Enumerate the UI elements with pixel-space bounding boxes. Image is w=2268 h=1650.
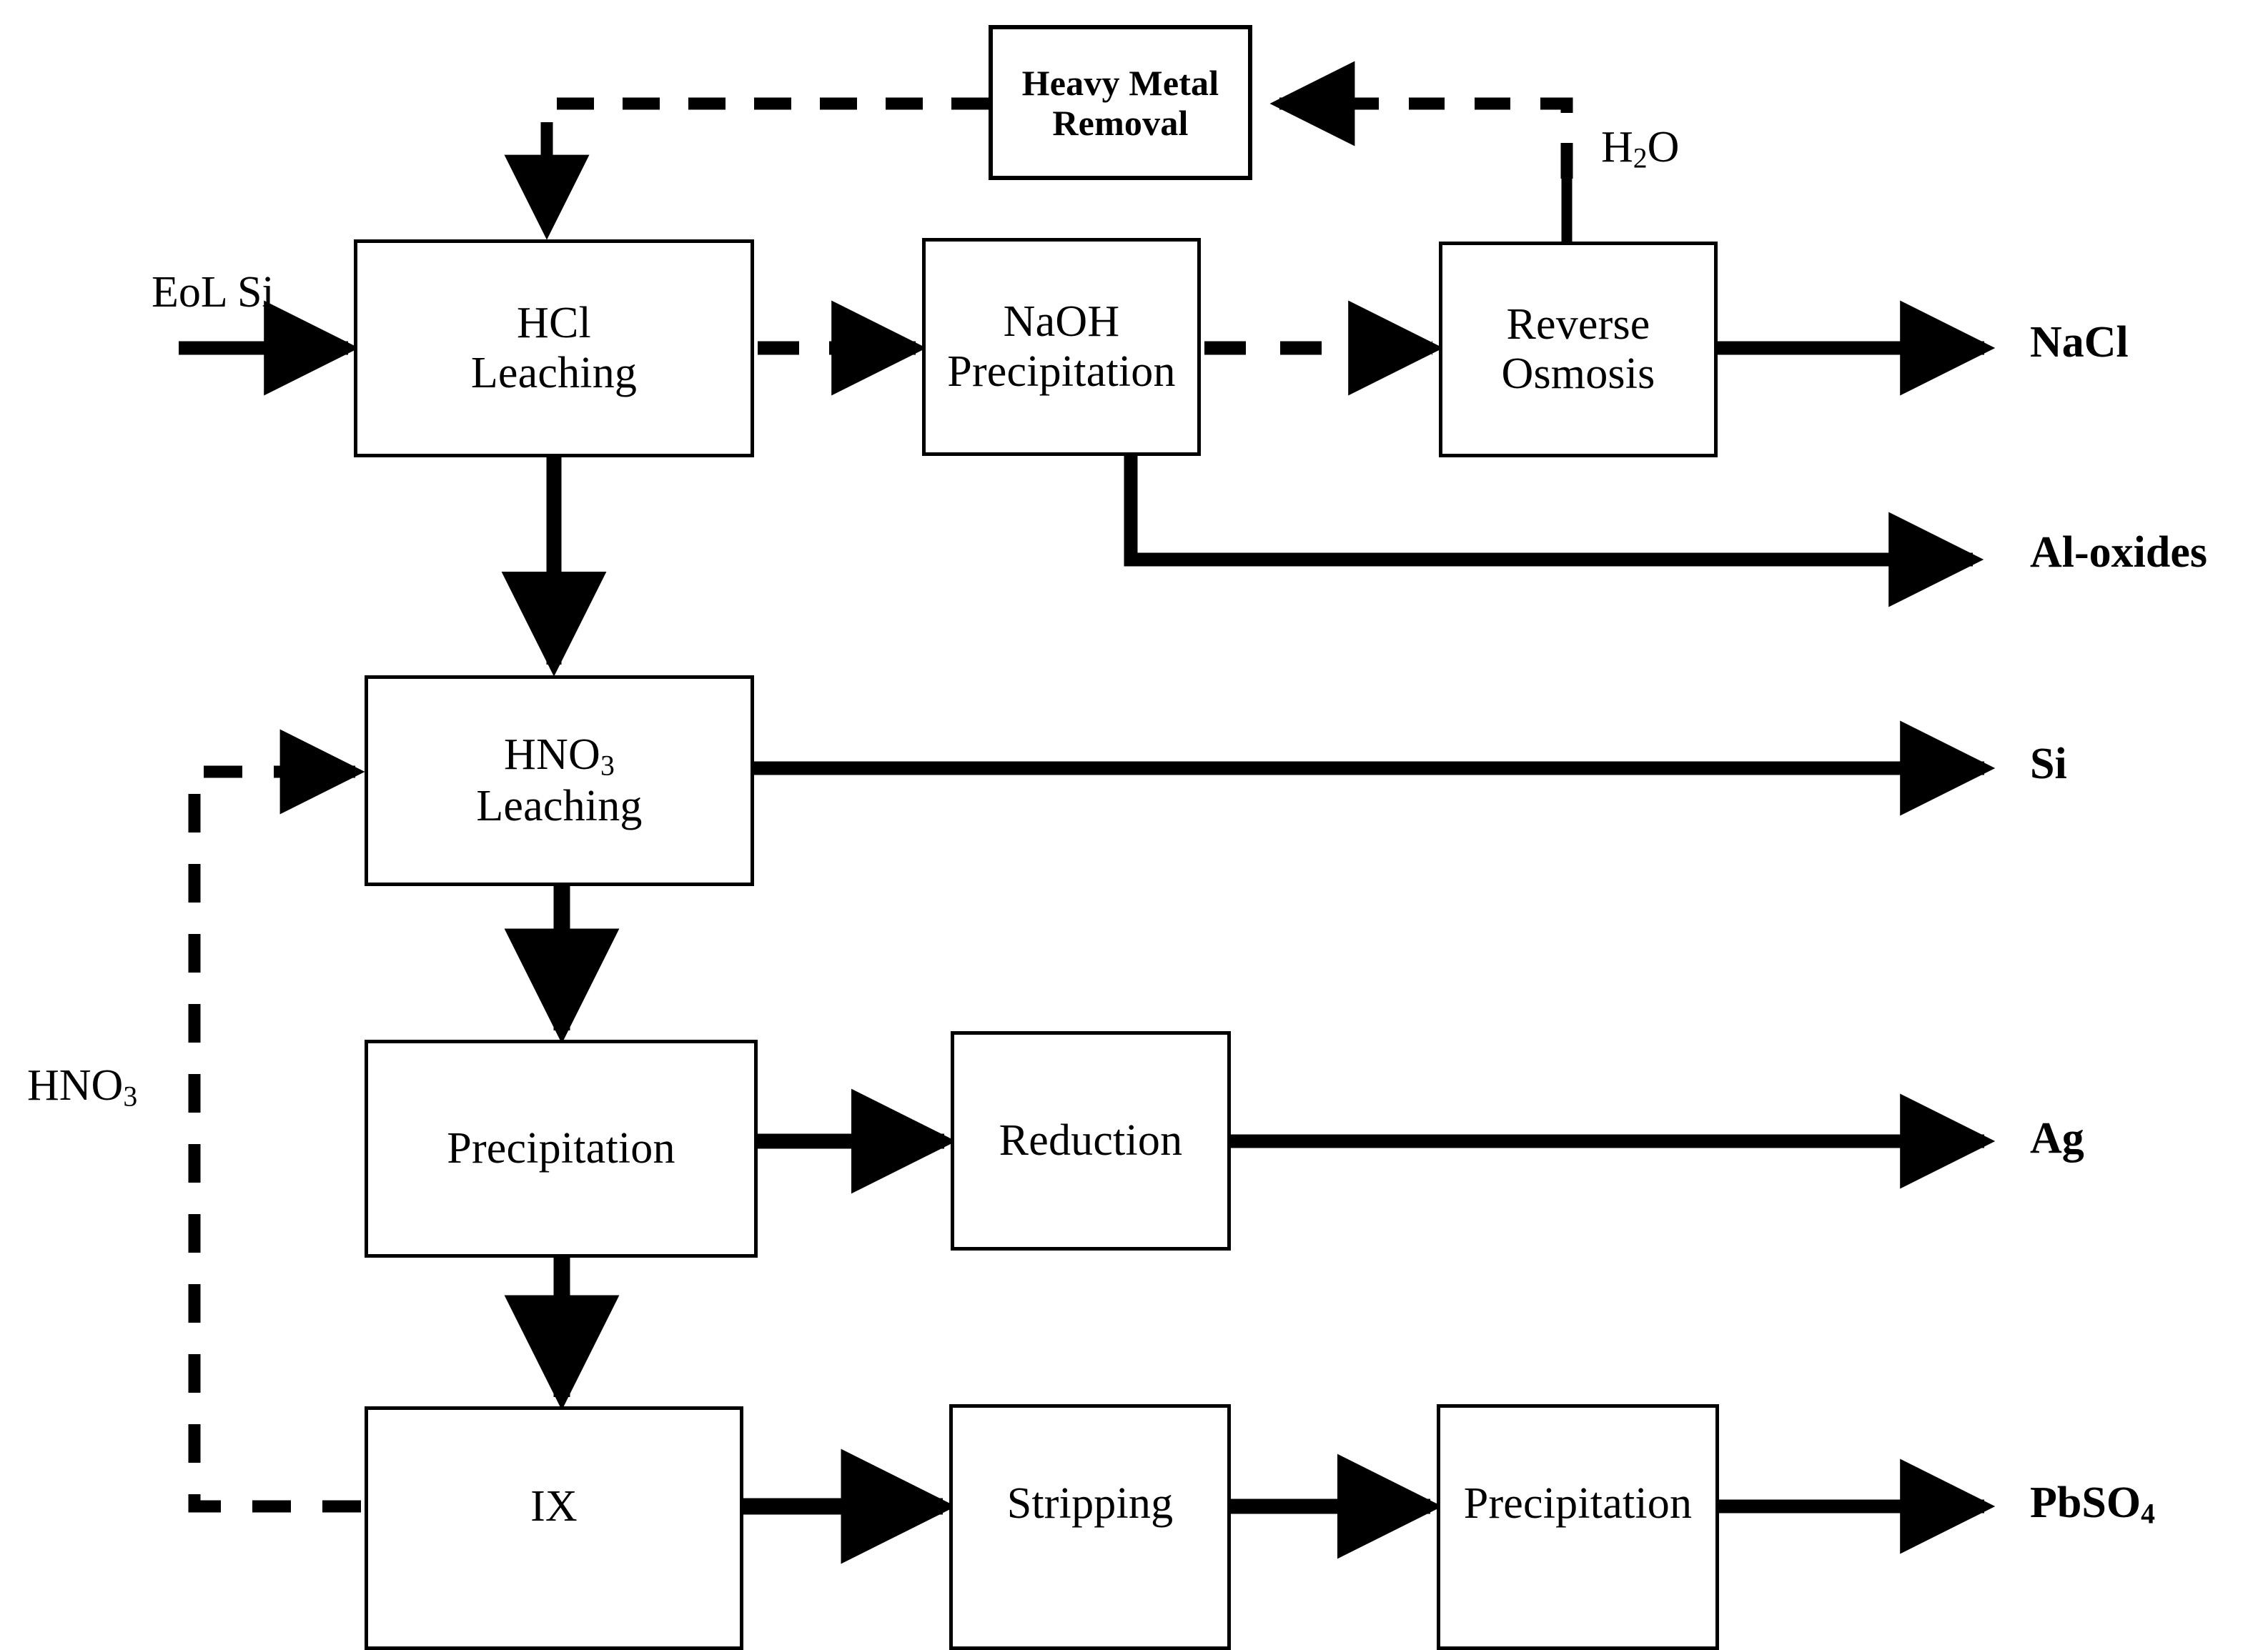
node-naoh-precipitation[interactable]: NaOH Precipitation xyxy=(922,238,1201,456)
node-label-reduction: Reduction xyxy=(999,1115,1183,1165)
stream-label-pbso4: PbSO4 xyxy=(2030,1478,2155,1530)
stream-label-si: Si xyxy=(2030,740,2067,788)
node-label-ix: IX xyxy=(530,1481,578,1531)
node-hno3-leaching[interactable]: HNO3 Leaching xyxy=(365,675,754,886)
connector-ix-to-hno3-recycle xyxy=(188,729,365,1513)
stream-label-ag: Ag xyxy=(2030,1114,2084,1163)
stream-label-al-oxides: Al-oxides xyxy=(2030,528,2207,577)
stream-label-eol-si: EoL Si xyxy=(152,268,274,317)
node-stripping[interactable]: Stripping xyxy=(949,1404,1231,1650)
node-hcl-leaching[interactable]: HCl Leaching xyxy=(354,239,754,457)
node-label-stripping: Stripping xyxy=(1006,1479,1174,1529)
node-label-precipitation-pb: Precipitation xyxy=(1463,1479,1693,1529)
node-label-naoh-precipitation: NaOH Precipitation xyxy=(947,297,1176,396)
stream-label-nacl: NaCl xyxy=(2030,318,2129,367)
node-reduction[interactable]: Reduction xyxy=(951,1031,1231,1251)
node-heavy-metal-removal[interactable]: Heavy Metal Removal xyxy=(989,25,1252,180)
connector-ro-to-hmr-recycle xyxy=(1269,61,1573,179)
stream-label-hno3: HNO3 xyxy=(27,1061,138,1113)
node-label-hcl-leaching: HCl Leaching xyxy=(470,299,638,397)
node-precipitation-ag[interactable]: Precipitation xyxy=(365,1040,758,1258)
connector-hmr-to-hcl xyxy=(504,97,989,240)
node-reverse-osmosis[interactable]: Reverse Osmosis xyxy=(1439,242,1718,457)
node-ix[interactable]: IX xyxy=(365,1406,743,1650)
node-label-precipitation-ag: Precipitation xyxy=(447,1123,675,1173)
node-precipitation-pb[interactable]: Precipitation xyxy=(1437,1404,1719,1650)
node-label-hno3-leaching: HNO3 Leaching xyxy=(476,730,643,830)
stream-label-h2o: H2O xyxy=(1601,123,1680,174)
node-label-heavy-metal-removal: Heavy Metal Removal xyxy=(1021,62,1219,143)
connector-naoh-to-aloxides xyxy=(1124,456,1984,607)
node-label-reverse-osmosis: Reverse Osmosis xyxy=(1501,299,1655,398)
